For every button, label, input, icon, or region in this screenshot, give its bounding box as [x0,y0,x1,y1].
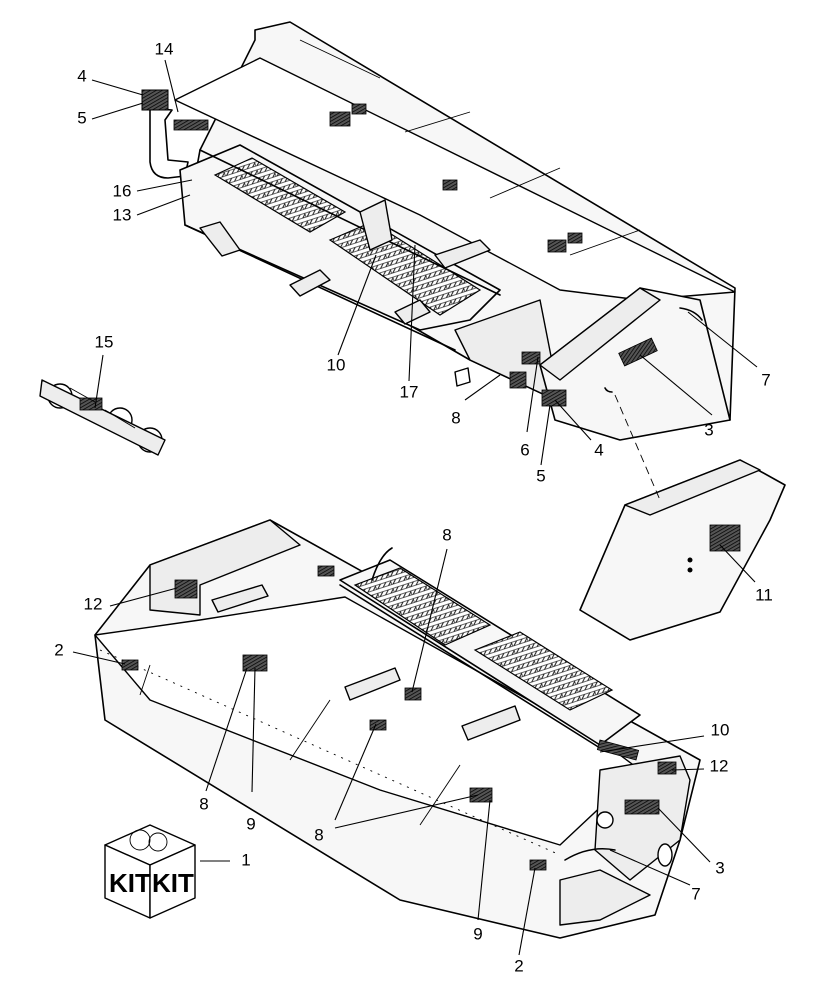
callout-11: 11 [755,585,773,604]
kit-label-right: KIT [152,868,194,898]
callout-12-left: 12 [84,594,103,613]
callout-15: 15 [95,332,114,351]
callout-1: 1 [241,850,250,869]
callout-9-right: 9 [473,924,482,943]
callout-5: 5 [77,108,86,127]
callout-8-bottom-left: 8 [199,794,208,813]
part-11-end-shield [579,459,786,641]
bottom-header-assembly [94,519,701,939]
part-15-reel-bats [39,379,166,456]
callout-2-left: 2 [54,640,63,659]
callout-3: 3 [704,420,713,439]
callout-16: 16 [113,181,132,200]
callout-10-bottom: 10 [711,720,730,739]
callout-12-right: 12 [710,756,729,775]
leader-lines [72,59,758,956]
callout-labels: 4 5 14 16 13 15 10 17 8 6 5 4 3 7 11 8 1… [54,39,773,975]
callout-3-bottom: 3 [715,858,724,877]
callout-7-bottom: 7 [691,884,700,903]
callout-7: 7 [761,370,770,389]
callout-14: 14 [155,39,174,58]
kit-box: KIT KIT [104,824,196,919]
callout-9-left: 9 [246,814,255,833]
callout-17: 17 [400,382,419,401]
callout-4-right: 4 [594,440,603,459]
callout-2-right: 2 [514,956,523,975]
callout-4: 4 [77,66,86,85]
callout-5-right: 5 [536,466,545,485]
explode-line [614,394,661,501]
callout-8-bottom-mid: 8 [314,825,323,844]
kit-label-left: KIT [109,868,151,898]
top-header-assembly [141,21,736,441]
callout-8-bottom-center: 8 [442,525,451,544]
callout-13: 13 [113,205,132,224]
callout-6: 6 [520,440,529,459]
callout-8: 8 [451,408,460,427]
callout-10: 10 [327,355,346,374]
